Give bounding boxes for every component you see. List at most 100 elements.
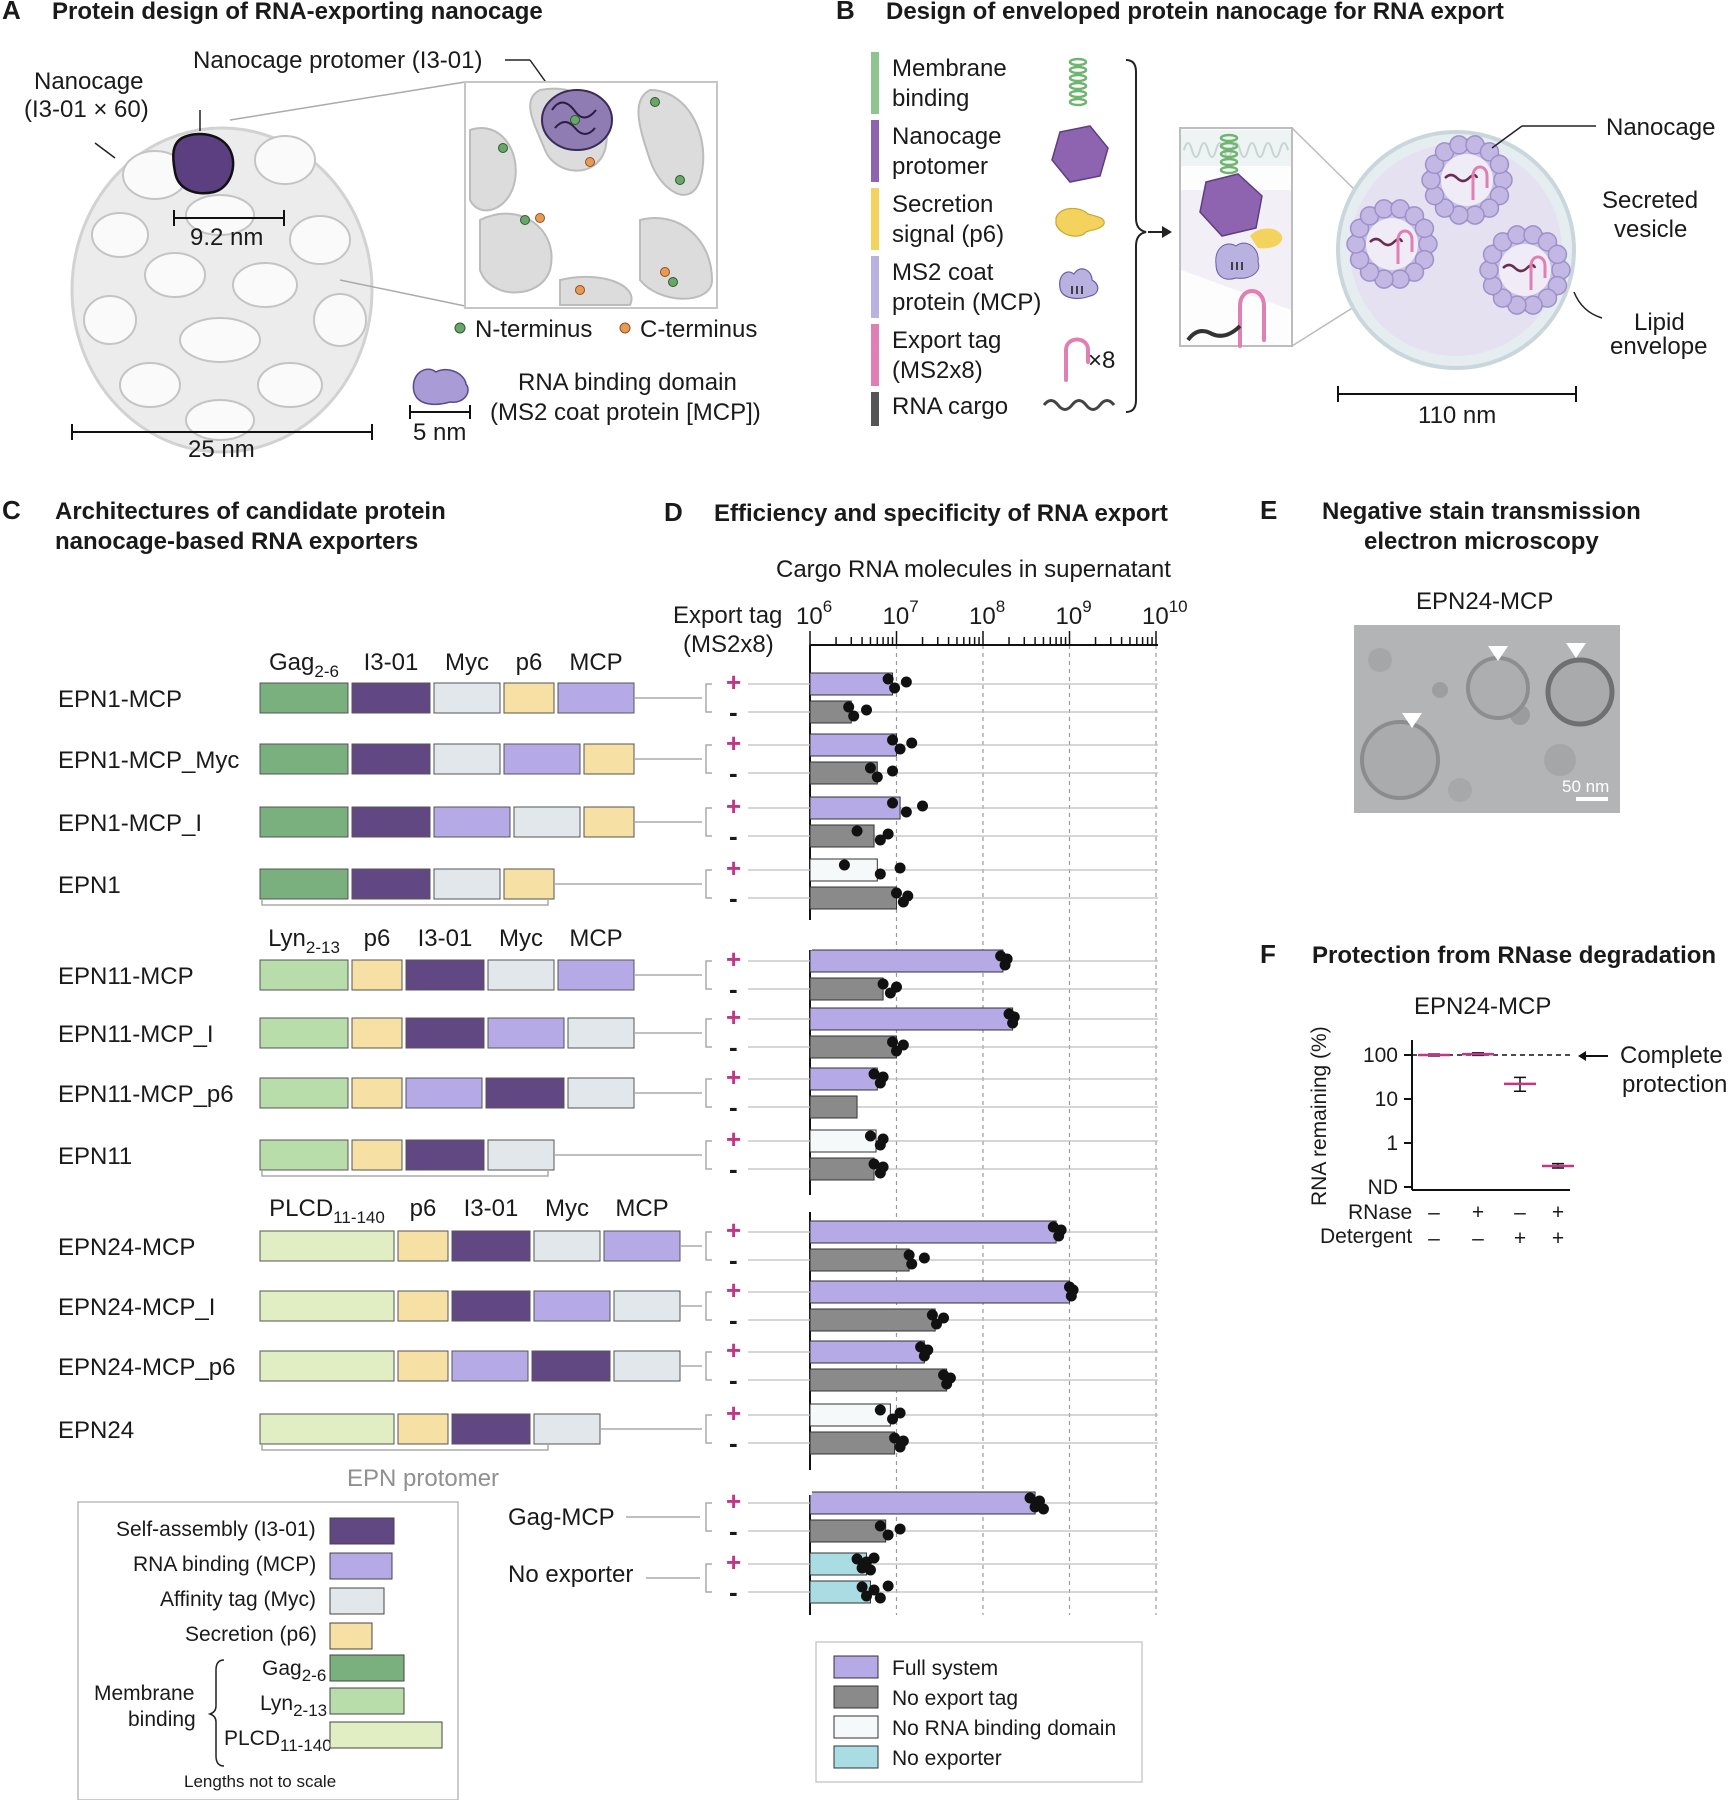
nanocage-label: Nanocage: [1606, 114, 1715, 141]
domain-block-myc: [433, 868, 501, 900]
bar: [809, 1308, 936, 1332]
data-point: [877, 1161, 889, 1173]
legend-note: Lengths not to scale: [184, 1772, 336, 1791]
pair-bracket: [705, 1231, 712, 1261]
panel-e-title-line1: Negative stain transmission: [1322, 498, 1641, 525]
domain-block-mcp: [433, 806, 511, 838]
construct-name: EPN1: [58, 872, 121, 899]
data-point: [877, 1133, 889, 1145]
export-tag-plus: +: [726, 1124, 741, 1154]
panel-d: D Efficiency and specificity of RNA expo…: [664, 497, 1188, 1783]
data-point: [926, 1309, 938, 1321]
legend-color-bar: [871, 392, 879, 426]
legend-gag-base: Gag: [262, 1657, 302, 1680]
data-point: [874, 1592, 886, 1604]
group-bracket: [261, 1170, 549, 1177]
data-point: [851, 1553, 863, 1565]
data-point: [864, 762, 876, 774]
domain-block-mcp: [405, 1077, 483, 1109]
export-tag-plus: +: [726, 944, 741, 974]
domain-block-lyn: [259, 1077, 349, 1109]
pair-bracket: [705, 1351, 712, 1381]
domain-block-plcd: [259, 1350, 395, 1382]
data-point: [874, 1404, 886, 1416]
data-point: [918, 1252, 930, 1264]
pair-bracket: [705, 1140, 712, 1170]
x-tick-label: 109: [1056, 597, 1092, 630]
bar: [809, 1157, 875, 1181]
export-tag-minus: -: [729, 1154, 738, 1184]
domain-block-p6: [397, 1290, 449, 1322]
export-tag-minus: -: [729, 697, 738, 727]
scale-5-nm: 5 nm: [413, 419, 466, 446]
export-tag-minus: -: [729, 1428, 738, 1458]
data-point: [874, 834, 886, 846]
data-point: [843, 701, 855, 713]
lipid-envelope-label-line2: envelope: [1610, 333, 1707, 360]
bar: [809, 1220, 1057, 1244]
data-point: [891, 887, 902, 899]
legend-label-line1: Membrane: [892, 55, 1007, 82]
scale-110-nm: 110 nm: [1418, 402, 1496, 429]
domain-header-myc: Myc: [545, 1195, 589, 1222]
legend-lyn-base: Lyn: [260, 1692, 293, 1715]
domain-block-myc: [433, 743, 501, 775]
domain-block-i3-01: [531, 1350, 611, 1382]
data-point: [894, 1407, 906, 1419]
domain-block-mcp: [557, 682, 635, 714]
domain-block-lyn: [259, 959, 349, 991]
domain-block-p6: [583, 743, 635, 775]
legend-lyn: Lyn2-13: [260, 1692, 327, 1720]
export-tag-plus: +: [726, 1215, 741, 1245]
legend-rna-binding: RNA binding (MCP): [133, 1553, 316, 1576]
data-point: [887, 1036, 899, 1048]
data-point: [868, 1158, 880, 1170]
legend-full-system: Full system: [892, 1657, 998, 1680]
pair-bracket: [705, 1078, 712, 1108]
epn-protomer-label: EPN protomer: [347, 1465, 499, 1492]
domain-legend: Self-assembly (I3-01) RNA binding (MCP) …: [77, 1501, 459, 1800]
data-point: [938, 1312, 950, 1324]
domain-block-i3-01: [351, 868, 431, 900]
domain-block-i3-01: [451, 1413, 531, 1445]
data-point: [882, 1529, 894, 1541]
x-tick-label: 1010: [1142, 597, 1188, 630]
data-point: [868, 1584, 880, 1596]
bar: [809, 1519, 887, 1543]
export-tag-plus: +: [726, 791, 741, 821]
data-point: [861, 1590, 873, 1602]
panel-a-letter: A: [2, 0, 21, 25]
teardrop-icon: [1055, 207, 1105, 237]
construct-name: EPN24-MCP_I: [58, 1294, 215, 1321]
legend-affinity-tag: Affinity tag (Myc): [160, 1588, 316, 1611]
construct-name: EPN1-MCP: [58, 686, 182, 713]
domain-block-mcp: [487, 1017, 565, 1049]
export-tag-plus: +: [726, 1002, 741, 1032]
data-point: [868, 1068, 880, 1080]
legend-no-exporter: No exporter: [892, 1747, 1002, 1770]
export-tag-minus: -: [729, 821, 738, 851]
export-tag-plus: +: [726, 728, 741, 758]
bar: [809, 886, 897, 910]
data-point: [874, 1520, 886, 1532]
membrane-inset: [1179, 127, 1293, 348]
domain-block-myc: [433, 682, 501, 714]
construct-name: EPN24-MCP: [58, 1234, 195, 1261]
data-point: [1055, 1224, 1067, 1236]
export-tag-plus: +: [726, 667, 741, 697]
rbd-label-line1: RNA binding domain: [518, 369, 737, 396]
mcp-blob-icon: [1059, 268, 1099, 299]
pair-bracket: [705, 869, 712, 899]
lipid-envelope-label-line1: Lipid: [1634, 309, 1685, 336]
pair-bracket: [705, 1563, 712, 1593]
domain-block-i3-01: [351, 743, 431, 775]
pair-bracket: [705, 683, 712, 713]
bar: [809, 824, 875, 848]
domain-header-myc: Myc: [499, 925, 543, 952]
x8-label: ×8: [1088, 347, 1115, 374]
export-tag-plus: +: [726, 853, 741, 883]
data-point: [882, 828, 894, 840]
